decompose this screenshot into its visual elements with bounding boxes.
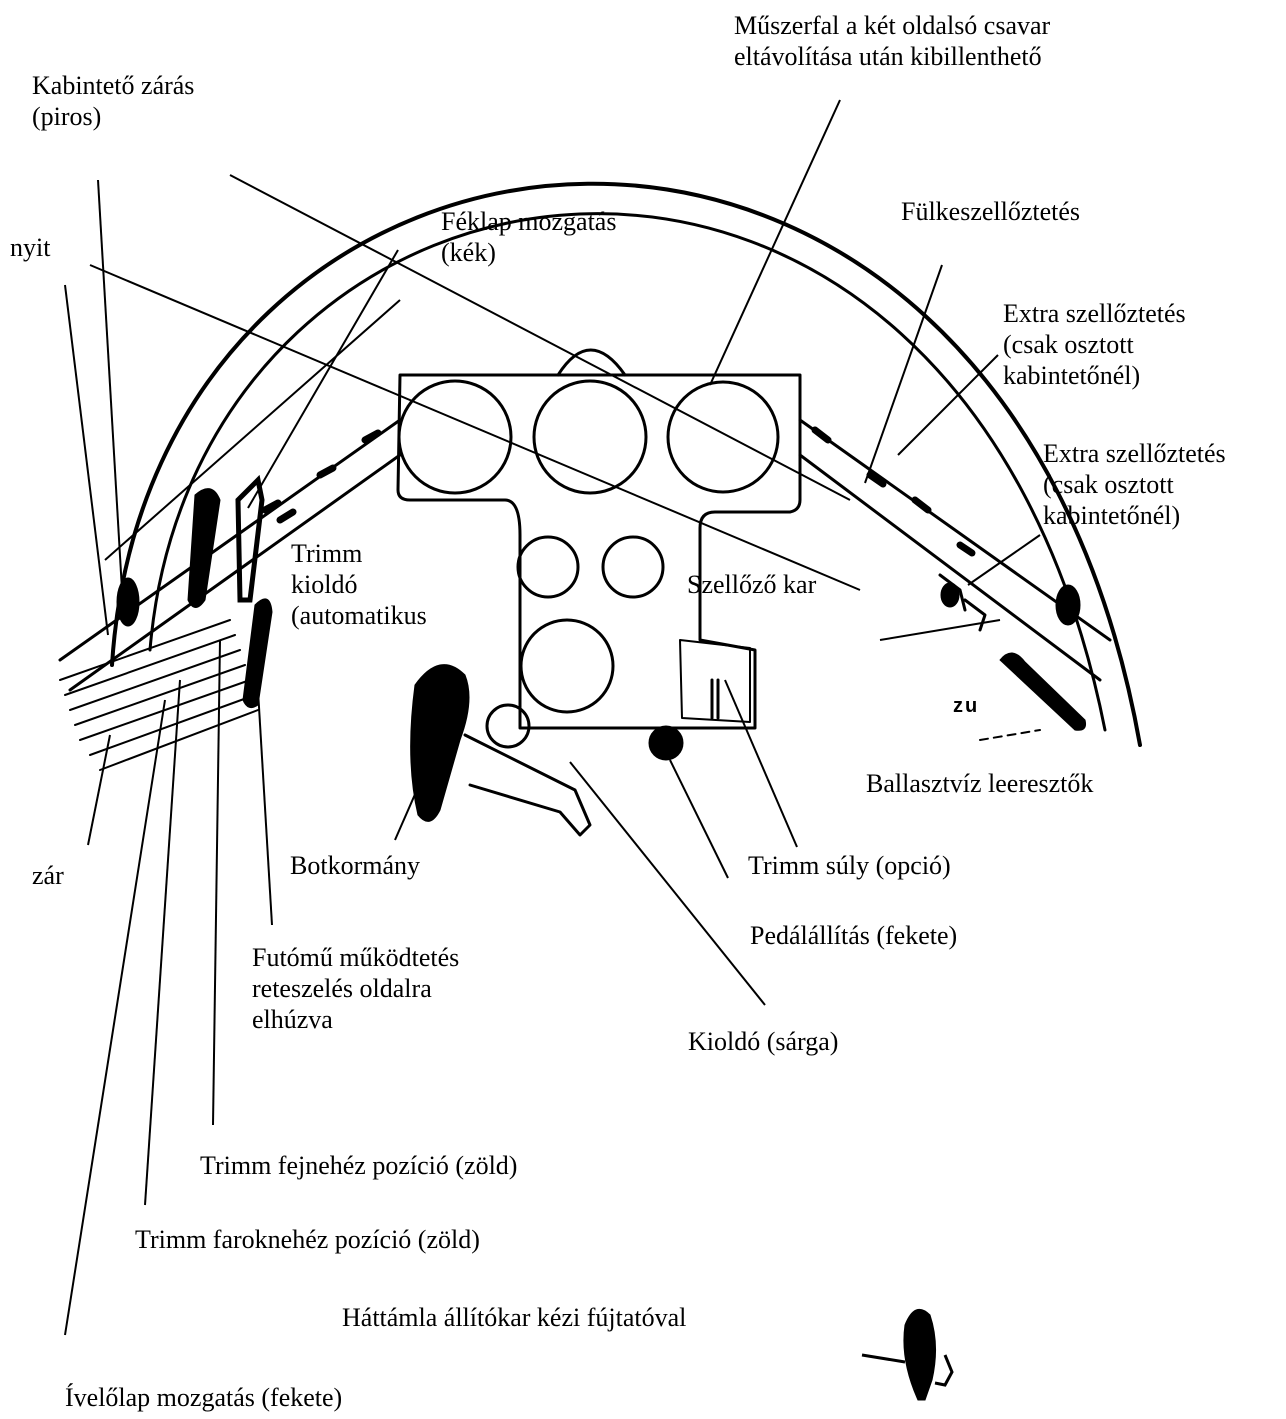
label-ballast-drain: Ballasztvíz leeresztők <box>866 768 1093 799</box>
gauge-1 <box>399 381 511 493</box>
label-vent-lever: Szellőző kar <box>687 569 816 600</box>
pedal-linkage <box>465 735 590 835</box>
control-stick-grip <box>411 665 469 822</box>
stick-pivot <box>487 705 529 747</box>
gauge-5 <box>603 537 663 597</box>
label-release-knob: Kioldó (sárga) <box>688 1026 838 1057</box>
vent-lever-slot <box>680 640 750 722</box>
label-panel-tilt: Műszerfal a két oldalsó csavar eltávolít… <box>734 10 1050 72</box>
label-extra-vent-1: Extra szellőztetés (csak osztott kabinte… <box>1003 298 1186 391</box>
label-airbrake: Féklap mozgatás (kék) <box>441 206 616 268</box>
label-pedal-adjust: Pedálállítás (fekete) <box>750 920 957 951</box>
label-backrest: Háttámla állítókar kézi fújtatóval <box>342 1302 686 1333</box>
label-close: zár <box>32 860 64 891</box>
label-cabin-vent: Fülkeszellőztetés <box>901 196 1080 227</box>
ballast-handle-1 <box>1000 653 1086 730</box>
ballast-handle-2 <box>1056 585 1080 625</box>
label-trim-nose: Trimm fejnehéz pozíció (zöld) <box>200 1150 517 1181</box>
label-extra-vent-2: Extra szellőztetés (csak osztott kabinte… <box>1043 438 1226 531</box>
airbrake-handle <box>188 489 220 608</box>
label-canopy-lock: Kabintető zárás (piros) <box>32 70 194 132</box>
canopy-frame-outer <box>112 184 1140 745</box>
label-trim-tail: Trimm faroknehéz pozíció (zöld) <box>135 1224 480 1255</box>
trim-weight-knob <box>649 726 683 760</box>
backrest-lever <box>904 1309 936 1400</box>
extra-vent-knob <box>941 583 959 607</box>
gauge-6 <box>521 620 613 712</box>
label-trim-release: Trimm kioldó (automatikus <box>291 538 427 631</box>
label-stick: Botkormány <box>290 850 420 881</box>
zu-mark: zu <box>953 695 979 717</box>
label-open: nyit <box>10 232 50 263</box>
compass-bump <box>558 350 625 375</box>
label-gear: Futómű működtetés reteszelés oldalra elh… <box>252 942 459 1035</box>
label-trim-weight: Trimm súly (opció) <box>748 850 951 881</box>
gauge-3 <box>668 382 778 492</box>
canopy-lock-handle <box>117 578 139 626</box>
label-flap: Ívelőlap mozgatás (fekete) <box>65 1382 342 1413</box>
trim-handle <box>238 480 262 600</box>
gauge-4 <box>518 537 578 597</box>
